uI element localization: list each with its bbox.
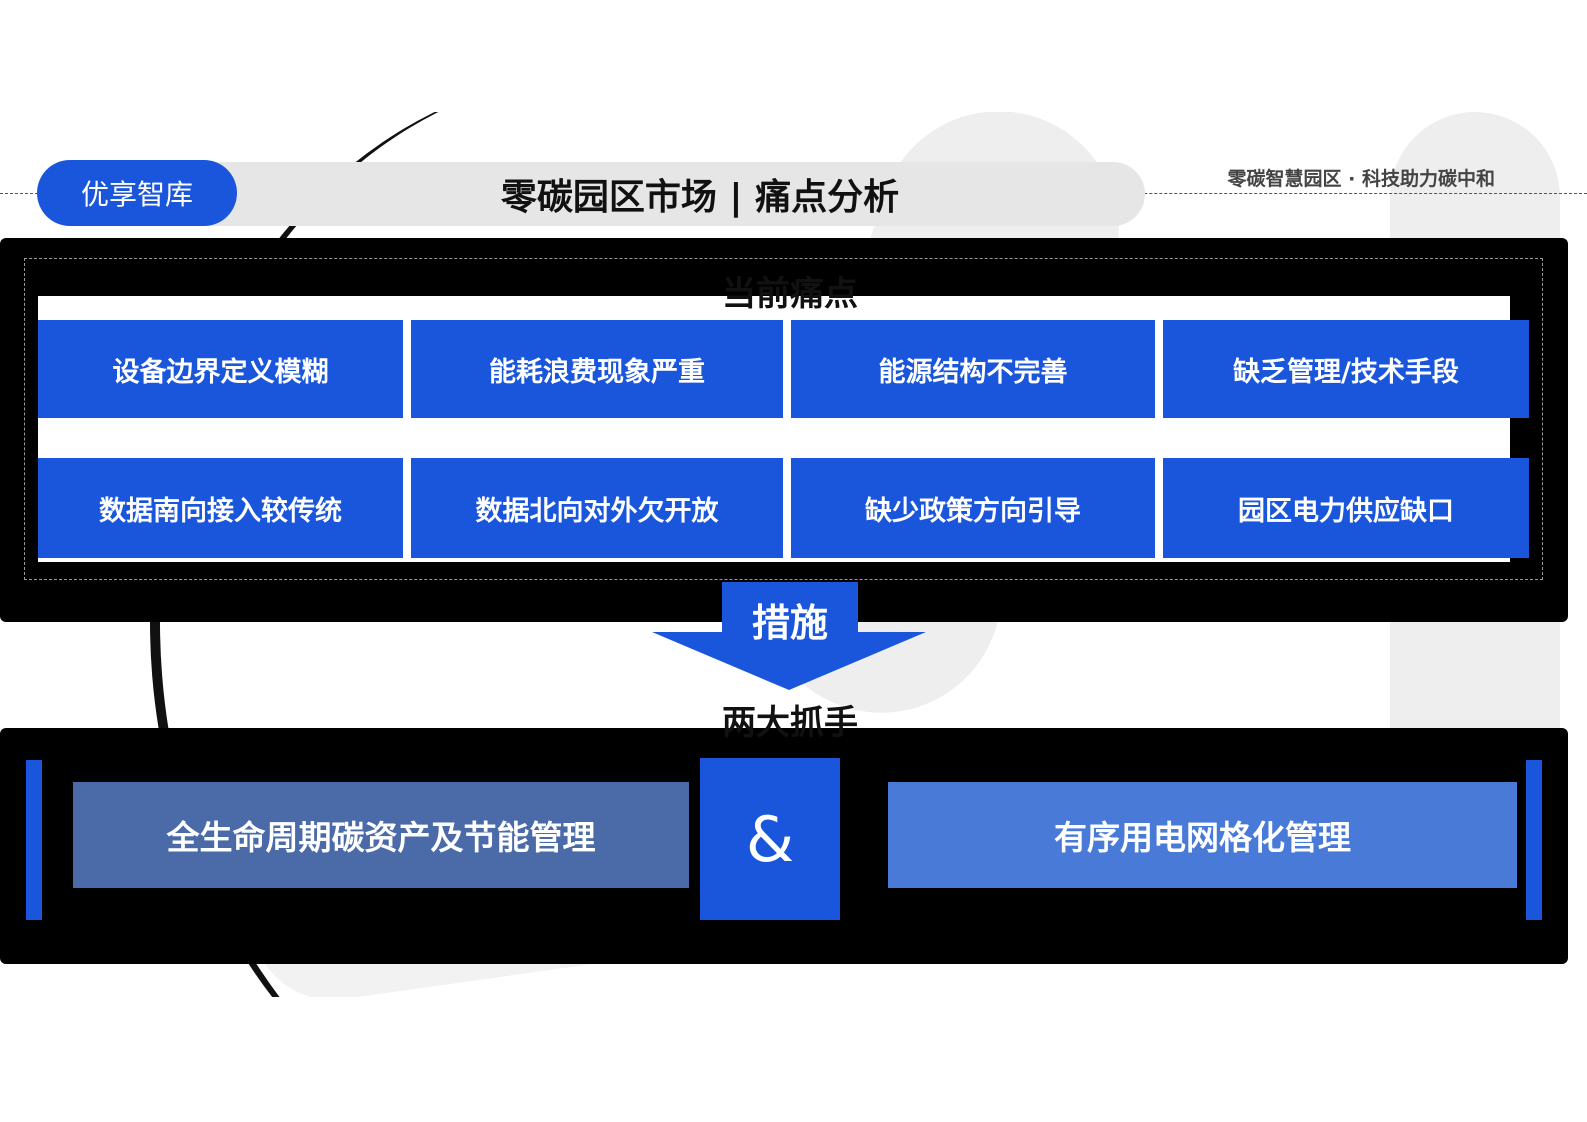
brand-badge: 优享智库: [37, 160, 237, 226]
grip-grid-power-management: 有序用电网格化管理: [888, 782, 1517, 888]
pain-point-card: 数据北向对外欠开放: [411, 458, 783, 558]
grips-panel-edge-left: [26, 760, 42, 920]
ampersand-connector: &: [700, 758, 840, 920]
pain-points-heading: 当前痛点: [722, 276, 858, 312]
grips-panel-edge-right: [1526, 760, 1542, 920]
pain-point-card: 数据南向接入较传统: [38, 458, 403, 558]
pain-points-frame: [24, 258, 1543, 580]
pain-point-card: 缺乏管理/技术手段: [1163, 320, 1529, 418]
pain-point-card: 能源结构不完善: [791, 320, 1155, 418]
header-tagline: 零碳智慧园区 · 科技助力碳中和: [1227, 168, 1495, 190]
pain-point-card: 设备边界定义模糊: [38, 320, 403, 418]
two-grips-heading: 两大抓手: [722, 704, 858, 738]
pain-point-card: 缺少政策方向引导: [791, 458, 1155, 558]
pain-point-card: 园区电力供应缺口: [1163, 458, 1529, 558]
page-title: 零碳园区市场 | 痛点分析: [500, 177, 900, 218]
pain-point-card: 能耗浪费现象严重: [411, 320, 783, 418]
pain-points-grid: 设备边界定义模糊 能耗浪费现象严重 能源结构不完善 缺乏管理/技术手段 数据南向…: [38, 320, 1529, 560]
grip-carbon-asset-management: 全生命周期碳资产及节能管理: [73, 782, 689, 888]
measures-label: 措施: [751, 601, 828, 645]
measures-arrow-head: [652, 632, 926, 690]
